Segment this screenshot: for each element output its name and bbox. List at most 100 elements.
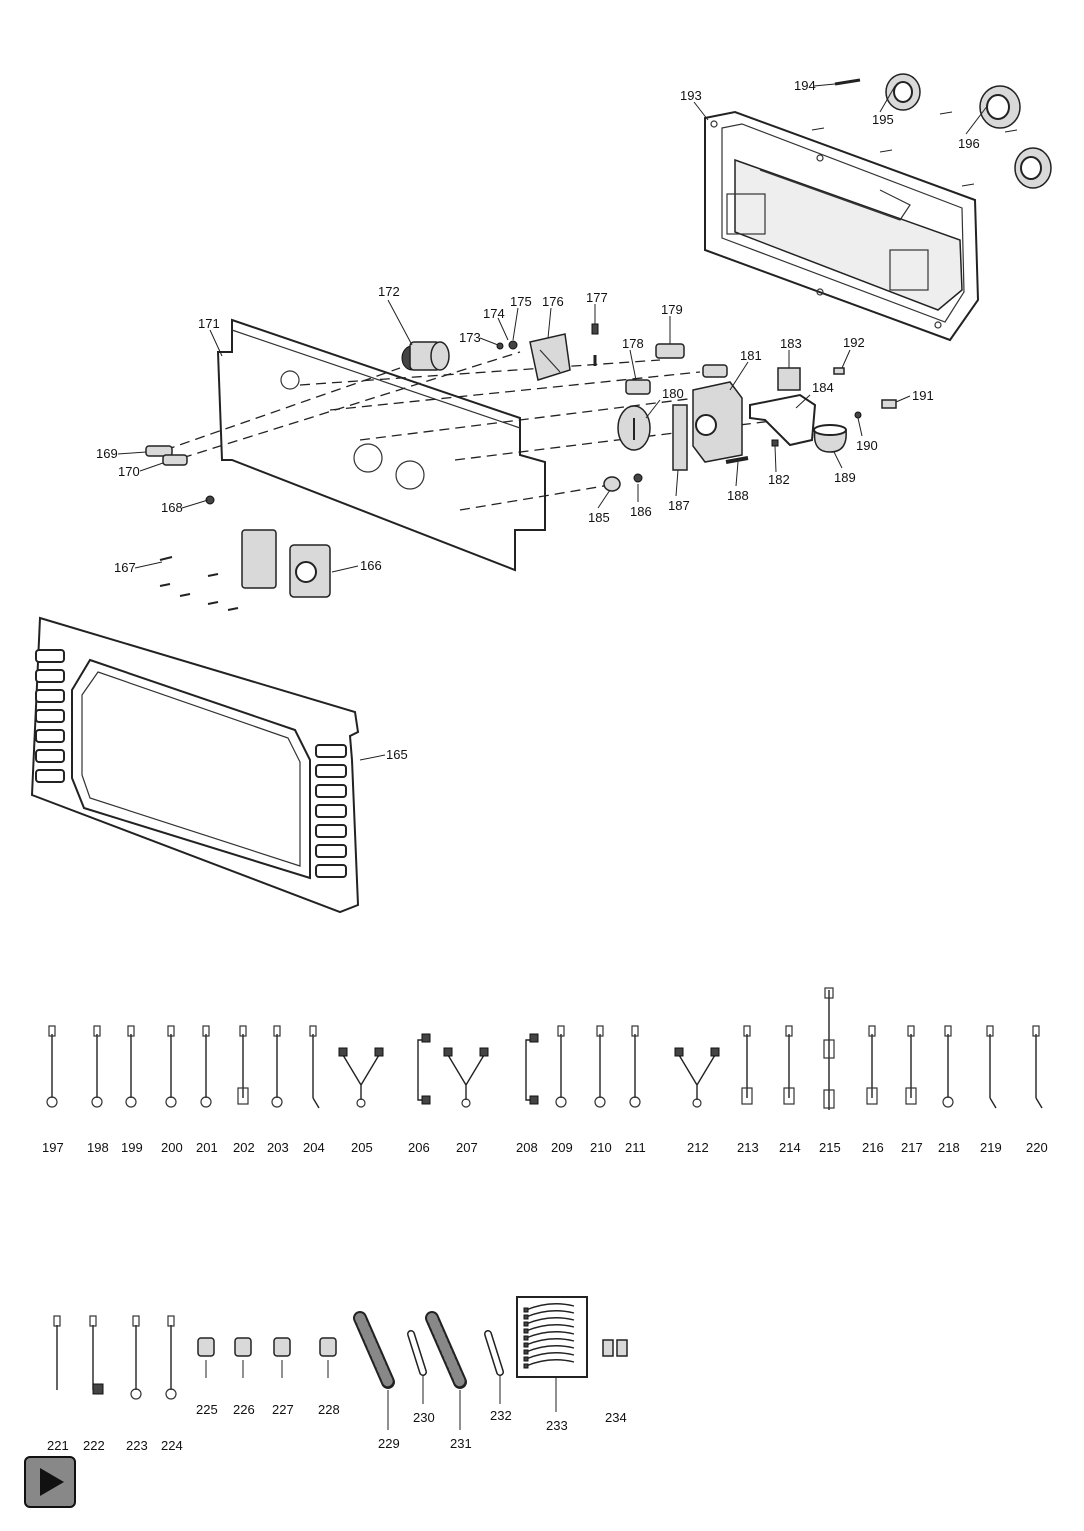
- part-165-front-frame: [30, 616, 360, 914]
- label-200: 200: [161, 1140, 183, 1155]
- label-170: 170: [118, 464, 140, 479]
- wire-223: 223: [126, 1315, 148, 1453]
- label-228: 228: [318, 1402, 340, 1417]
- wire-200: 200: [161, 1025, 183, 1155]
- wire-207: 207: [443, 1047, 489, 1155]
- wire-202: 202: [233, 1025, 255, 1155]
- wire-198: 198: [87, 1025, 109, 1155]
- wire-209: 209: [551, 1025, 573, 1155]
- parts-173-175: [496, 340, 518, 350]
- part-178-switch: [625, 379, 651, 395]
- label-189: 189: [834, 470, 856, 485]
- part-188-bolt: [725, 456, 749, 464]
- label-195: 195: [872, 112, 894, 127]
- wire-217: 217: [901, 1025, 923, 1155]
- label-194: 194: [794, 78, 816, 93]
- wire-204: 204: [303, 1025, 325, 1155]
- part-181-transformer: [692, 381, 743, 463]
- part-182-clip: [771, 439, 779, 447]
- label-216: 216: [862, 1140, 884, 1155]
- play-button[interactable]: [24, 1456, 76, 1508]
- parts-185-186: [603, 473, 643, 492]
- part-176-switch: [529, 333, 571, 381]
- label-230: 230: [413, 1410, 435, 1425]
- wire-219: 219: [980, 1025, 1002, 1155]
- wire-230: 230: [407, 1330, 435, 1425]
- wire-201: 201: [196, 1025, 218, 1155]
- label-227: 227: [272, 1402, 294, 1417]
- label-179: 179: [661, 302, 683, 317]
- wire-225: 225: [196, 1337, 218, 1417]
- label-213: 213: [737, 1140, 759, 1155]
- wire-206: 206: [408, 1033, 431, 1155]
- label-205: 205: [351, 1140, 373, 1155]
- label-207: 207: [456, 1140, 478, 1155]
- label-175: 175: [510, 294, 532, 309]
- right-vents: [315, 744, 347, 878]
- play-icon: [40, 1468, 64, 1496]
- label-225: 225: [196, 1402, 218, 1417]
- label-166: 166: [360, 558, 382, 573]
- wire-228: 228: [318, 1337, 340, 1417]
- label-182: 182: [768, 472, 790, 487]
- label-191: 191: [912, 388, 934, 403]
- wire-231: 231: [425, 1311, 472, 1451]
- part-194-screw: [834, 78, 861, 86]
- label-198: 198: [87, 1140, 109, 1155]
- label-192: 192: [843, 335, 865, 350]
- label-220: 220: [1026, 1140, 1048, 1155]
- label-169: 169: [96, 446, 118, 461]
- label-232: 232: [490, 1408, 512, 1423]
- label-178: 178: [622, 336, 644, 351]
- label-167: 167: [114, 560, 136, 575]
- wire-197: 197: [42, 1025, 64, 1155]
- part-167-screws: [159, 556, 239, 611]
- label-184: 184: [812, 380, 834, 395]
- wire-221: 221: [47, 1315, 69, 1453]
- wire-214: 214: [779, 1025, 801, 1155]
- part-196-grommet: [979, 85, 1052, 189]
- part-193-control-box: [704, 110, 980, 342]
- label-233: 233: [546, 1418, 568, 1433]
- label-222: 222: [83, 1438, 105, 1453]
- wire-229: 229: [353, 1311, 400, 1451]
- parts-190-192: [833, 367, 897, 419]
- wire-232: 232: [484, 1330, 512, 1423]
- part-168-nut: [205, 495, 215, 505]
- label-218: 218: [938, 1140, 960, 1155]
- label-174: 174: [483, 306, 505, 321]
- left-vents: [35, 649, 65, 783]
- label-217: 217: [901, 1140, 923, 1155]
- part-189-cover: [813, 424, 847, 453]
- wire-215: 215: [819, 987, 841, 1155]
- parts-169-170-terminals: [145, 445, 188, 466]
- label-171: 171: [198, 316, 220, 331]
- label-208: 208: [516, 1140, 538, 1155]
- label-204: 204: [303, 1140, 325, 1155]
- label-176: 176: [542, 294, 564, 309]
- label-186: 186: [630, 504, 652, 519]
- part-180-knob: [617, 405, 651, 451]
- label-187: 187: [668, 498, 690, 513]
- label-221: 221: [47, 1438, 69, 1453]
- label-177: 177: [586, 290, 608, 305]
- label-172: 172: [378, 284, 400, 299]
- label-181: 181: [740, 348, 762, 363]
- label-210: 210: [590, 1140, 612, 1155]
- part-195-grommet: [885, 73, 921, 111]
- label-190: 190: [856, 438, 878, 453]
- part-labels: 165 166 167 168 169 170 171 172 173 174 …: [96, 78, 980, 762]
- wire-208: 208: [516, 1033, 539, 1155]
- label-196: 196: [958, 136, 980, 151]
- label-199: 199: [121, 1140, 143, 1155]
- label-219: 219: [980, 1140, 1002, 1155]
- label-168: 168: [161, 500, 183, 515]
- leader-lines: [117, 83, 989, 761]
- label-226: 226: [233, 1402, 255, 1417]
- label-201: 201: [196, 1140, 218, 1155]
- label-229: 229: [378, 1436, 400, 1451]
- label-185: 185: [588, 510, 610, 525]
- part-183-relay: [777, 367, 801, 391]
